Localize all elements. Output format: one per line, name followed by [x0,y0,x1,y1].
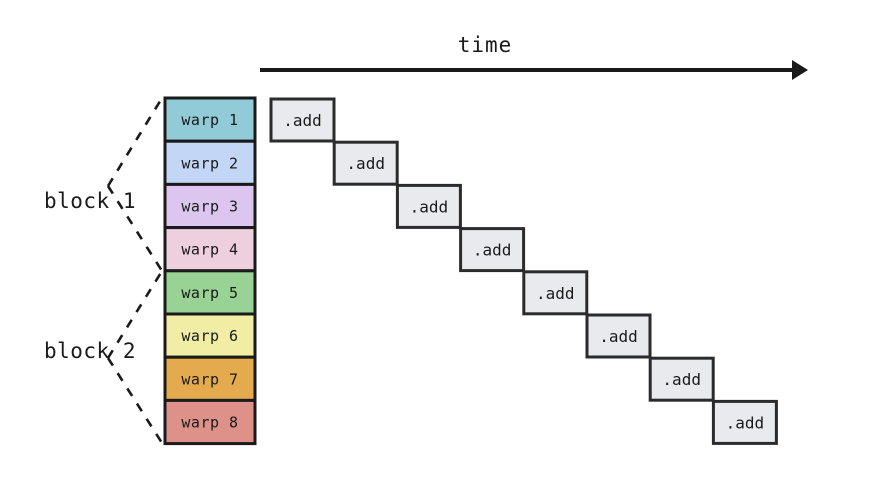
block-brace-upper [106,97,164,187]
instruction-label: .add [536,284,575,303]
warp-column: warp 1 warp 2 warp 3 warp 4 warp 5 warp 6 warp… [163,96,257,446]
instruction-box-background [459,227,526,273]
time-axis: time [260,33,808,80]
time-axis-label: time [458,33,513,57]
warp-cell-label: warp 5 [181,284,238,302]
block-label: block 1 [44,189,136,213]
warp-row[interactable]: warp 6 [163,312,257,359]
instruction-box-background [269,97,336,143]
warp-cell-label: warp 1 [181,111,238,129]
warp-row[interactable]: warp 1 [163,96,257,143]
warp-cell-label: warp 3 [181,198,238,216]
instruction-box-background [395,183,462,229]
warp-cell-label: warp 4 [181,241,238,259]
instruction-box-background [711,399,778,445]
warp-row[interactable]: warp 5 [163,269,257,316]
warp-row[interactable]: warp 4 [163,226,257,273]
instruction-box[interactable]: .add [332,140,399,186]
warp-cell-label: warp 6 [181,327,238,345]
block-label: block 2 [44,339,136,363]
instruction-box-background [648,356,715,402]
instruction-box-background [585,313,652,359]
instruction-label: .add [473,241,512,260]
instruction-box[interactable]: .add [711,399,778,445]
instruction-box[interactable]: .add [269,97,336,143]
warp-row[interactable]: warp 2 [163,139,257,186]
warp-cell-label: warp 7 [181,370,238,388]
warp-cell-background [163,269,257,316]
instruction-label: .add [599,327,638,346]
block-labels: block 1 block 2 [44,189,136,363]
instruction-label: .add [662,370,701,389]
instruction-timeline: .add .add .add .add .add .add .add .add [269,97,778,445]
instruction-box[interactable]: .add [522,270,589,316]
warp-cell-background [163,312,257,359]
block-braces [106,97,164,444]
instruction-label: .add [283,111,322,130]
block-brace-lower [106,357,164,444]
warp-row[interactable]: warp 7 [163,355,257,402]
warp-cell-label: warp 2 [181,154,238,172]
warp-row[interactable]: warp 3 [163,182,257,230]
warp-cell-background [163,182,257,230]
instruction-box-background [522,270,589,316]
time-axis-arrowhead [792,60,808,80]
warp-cell-background [163,398,257,446]
instruction-box[interactable]: .add [648,356,715,402]
warp-cell-label: warp 8 [181,414,238,432]
instruction-label: .add [726,413,765,432]
warp-cell-background [163,139,257,186]
instruction-box[interactable]: .add [585,313,652,359]
instruction-label: .add [346,154,385,173]
instruction-box-background [332,140,399,186]
instruction-label: .add [410,197,449,216]
instruction-box[interactable]: .add [395,183,462,229]
warp-row[interactable]: warp 8 [163,398,257,446]
instruction-box[interactable]: .add [459,227,526,273]
